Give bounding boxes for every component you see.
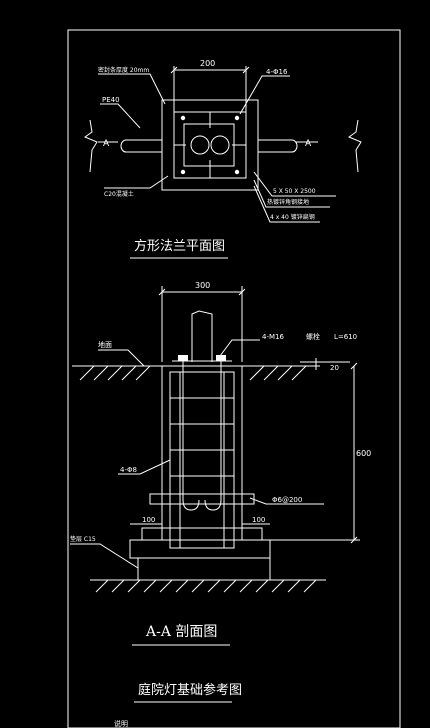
- plan-conduit-hole-right: [210, 135, 230, 155]
- label-ring: 密封条厚度 20mm: [98, 66, 149, 74]
- plan-dim-tick-left: [170, 66, 178, 74]
- anchor-bolt-left: [182, 361, 200, 511]
- leader-stirrup: [249, 497, 324, 505]
- label-steel-2: 热镀锌角钢接地: [267, 198, 309, 206]
- leader-steel1: [253, 171, 336, 197]
- sec-dim-100-left: 100: [142, 516, 155, 524]
- base-hatch: [95, 579, 317, 593]
- plan-view: A A 200 密封条厚度 20mm PE40 4-Φ: [83, 59, 362, 259]
- sec-dim-600: 600: [356, 449, 371, 458]
- plan-bolt-4: [234, 169, 240, 175]
- lamp-pole-stub: [191, 310, 213, 362]
- pipe-left-end: [120, 139, 127, 153]
- footing-cap: [141, 527, 263, 541]
- dim-600-tick-top: [350, 362, 358, 370]
- plan-conduit-hole-left: [190, 135, 210, 155]
- base-stirrup-plate: [149, 493, 255, 505]
- leader-steel2: [253, 179, 330, 208]
- base-bedding: [137, 557, 271, 581]
- leader-pe: [100, 103, 141, 129]
- section-view: 300 20 600: [70, 281, 371, 646]
- foundation-body: [161, 365, 243, 541]
- break-line-right: [347, 119, 362, 173]
- section-mark-left: A: [103, 139, 110, 149]
- leader-steel3: [253, 185, 320, 223]
- leader-bolts: [239, 75, 290, 115]
- break-line-left: [83, 119, 98, 173]
- leader-rebar: [118, 459, 171, 475]
- plan-dim-tick-right: [242, 66, 250, 74]
- ground-hatch-right: [249, 365, 307, 381]
- label-plan-bolts: 4-Φ16: [266, 68, 288, 76]
- sec-dim-tick-right: [238, 288, 246, 296]
- leader-sec-bolts: [219, 339, 260, 357]
- anchor-nut-left: [178, 355, 188, 361]
- label-concrete: C20混凝土: [104, 190, 134, 198]
- leader-ring: [98, 73, 166, 105]
- label-steel-1: 5 X 50 X 2500: [273, 188, 316, 195]
- label-base: 垫层 C15: [70, 535, 96, 543]
- drawing-title: 庭院灯基础参考图: [138, 682, 242, 698]
- plan-bolt-3: [180, 169, 186, 175]
- leader-base: [70, 543, 139, 569]
- anchor-nut-right: [216, 355, 226, 361]
- section-mark-right: A: [305, 139, 312, 149]
- label-sec-bolts: 4-M16: [262, 333, 284, 341]
- label-anchor: 螺栓: [306, 332, 320, 341]
- label-stirrup: Φ6@200: [272, 496, 302, 504]
- plan-title: 方形法兰平面图: [134, 238, 225, 254]
- drawing-frame: [67, 29, 401, 728]
- label-rebar: 4-Φ8: [120, 466, 137, 474]
- sec-dim-20: 20: [330, 364, 339, 372]
- anchor-bolt-right: [204, 361, 222, 511]
- label-ground: 地面: [98, 340, 112, 349]
- leader-ground: [98, 349, 145, 367]
- plan-bolt-1: [180, 115, 186, 121]
- label-steel-3: 4 x 40 镀锌扁钢: [270, 213, 315, 221]
- section-title: A-A 剖面图: [145, 624, 217, 640]
- footing-slab: [129, 539, 271, 559]
- plan-dim-200: 200: [200, 59, 215, 68]
- label-length: L=610: [334, 333, 357, 341]
- sec-dim-100-right: 100: [252, 516, 265, 524]
- plan-bolt-2: [234, 115, 240, 121]
- footnote-label: 说明: [114, 719, 128, 728]
- sec-dim-300: 300: [195, 281, 210, 290]
- sec-dim-tick-left: [158, 288, 166, 296]
- pipe-right-end: [291, 139, 298, 153]
- label-pe: PE40: [102, 96, 120, 104]
- plan-foundation-outline: [161, 99, 259, 191]
- ground-hatch-left: [79, 365, 151, 381]
- leader-concrete: [104, 175, 169, 189]
